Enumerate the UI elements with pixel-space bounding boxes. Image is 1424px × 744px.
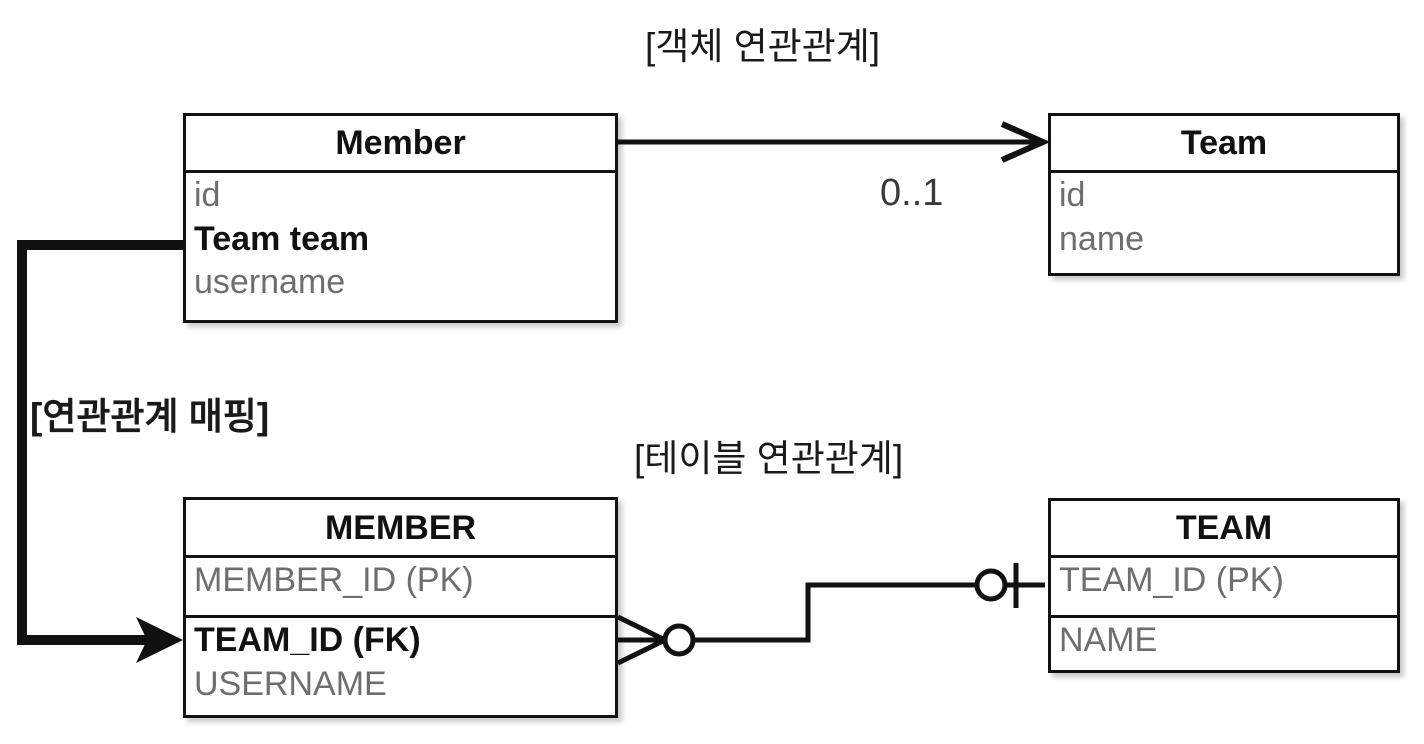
zero-circle-icon — [974, 568, 1008, 602]
team-class-title: Team — [1051, 116, 1397, 173]
column-team-id-fk: TEAM_ID (FK) — [194, 621, 421, 659]
team-table-title: TEAM — [1051, 501, 1397, 558]
team-table-column-compartment: NAME — [1051, 618, 1397, 673]
member-table-box[interactable]: MEMBER MEMBER_ID (PK) TEAM_ID (FK) USERN… — [183, 497, 618, 718]
relationship-line — [678, 582, 1045, 643]
member-table-column-compartment: TEAM_ID (FK) USERNAME — [186, 618, 615, 715]
mapping-link-line — [17, 240, 185, 645]
solid-arrowhead-icon — [136, 617, 183, 663]
team-table-box[interactable]: TEAM TEAM_ID (PK) NAME — [1048, 498, 1400, 673]
table-relationship-connector — [616, 563, 1045, 666]
member-table-title: MEMBER — [186, 500, 615, 558]
member-table-key-compartment: MEMBER_ID (PK) — [186, 558, 615, 618]
column-member-id-pk: MEMBER_ID (PK) — [194, 561, 474, 599]
column-team-id-pk: TEAM_ID (PK) — [1059, 561, 1284, 599]
object-association-connector — [618, 121, 1051, 163]
member-class-title: Member — [186, 116, 615, 173]
field-name: name — [1059, 219, 1145, 258]
crows-foot-icon — [616, 614, 667, 666]
field-id: id — [194, 176, 221, 214]
member-class-box[interactable]: Member id Team team username — [183, 113, 618, 323]
team-class-fields: id name — [1051, 173, 1397, 276]
column-username: USERNAME — [194, 664, 387, 703]
field-team-team: Team team — [194, 219, 370, 258]
mapping-link-connector — [17, 240, 185, 663]
table-section-title: [테이블 연관관계] — [634, 438, 904, 479]
column-name: NAME — [1059, 621, 1158, 659]
mapping-label: [연관관계 매핑] — [30, 396, 270, 437]
zero-circle-icon — [662, 623, 696, 657]
field-id: id — [1059, 176, 1086, 214]
team-table-key-compartment: TEAM_ID (PK) — [1051, 558, 1397, 618]
member-class-fields: id Team team username — [186, 173, 615, 323]
open-arrowhead-icon — [1000, 121, 1051, 163]
team-class-box[interactable]: Team id name — [1048, 113, 1400, 276]
object-section-title: [객체 연관관계] — [645, 26, 881, 67]
association-multiplicity-label: 0..1 — [880, 172, 944, 214]
field-username: username — [194, 263, 346, 302]
